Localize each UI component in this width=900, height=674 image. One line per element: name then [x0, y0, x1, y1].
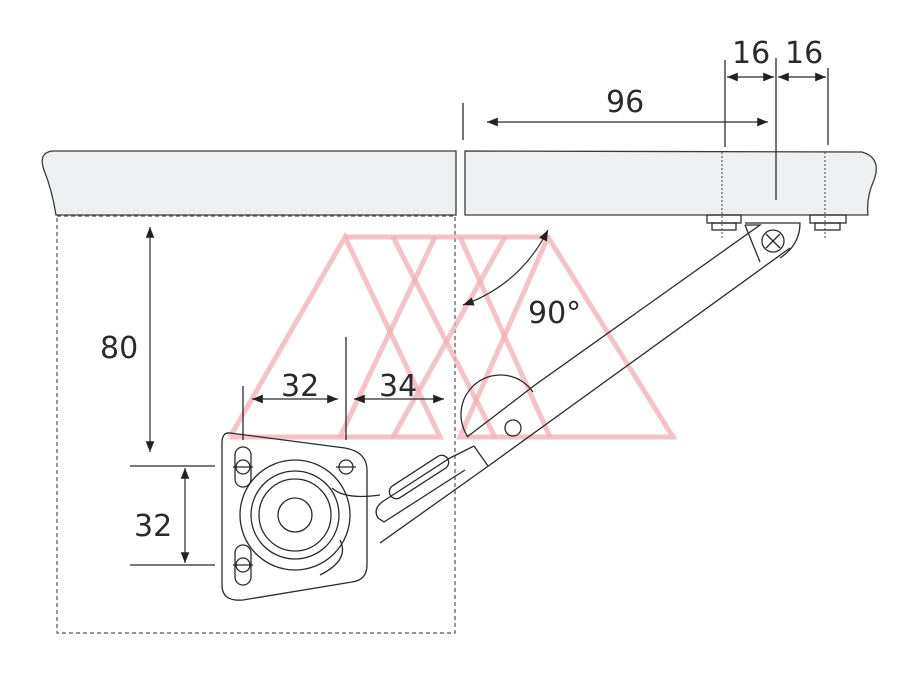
hinge-arm	[319, 224, 791, 576]
angle-90-arc	[462, 229, 549, 306]
dim-32v-label: 32	[134, 509, 172, 544]
dim-32h-label: 32	[281, 369, 319, 404]
cabinet-outline	[56, 215, 456, 634]
dim-34-label: 34	[379, 369, 417, 404]
base-plate	[221, 432, 368, 601]
angle-90-label: 90°	[528, 296, 581, 331]
dim-96-label: 96	[606, 85, 644, 120]
watermark-logo	[227, 231, 678, 440]
left-board	[41, 150, 457, 216]
dim-16b-label: 16	[785, 36, 823, 71]
dim-80-label: 80	[100, 331, 138, 366]
top-mount-bolts	[706, 214, 847, 259]
dim-16a-label: 16	[732, 36, 770, 71]
right-board	[464, 150, 877, 216]
